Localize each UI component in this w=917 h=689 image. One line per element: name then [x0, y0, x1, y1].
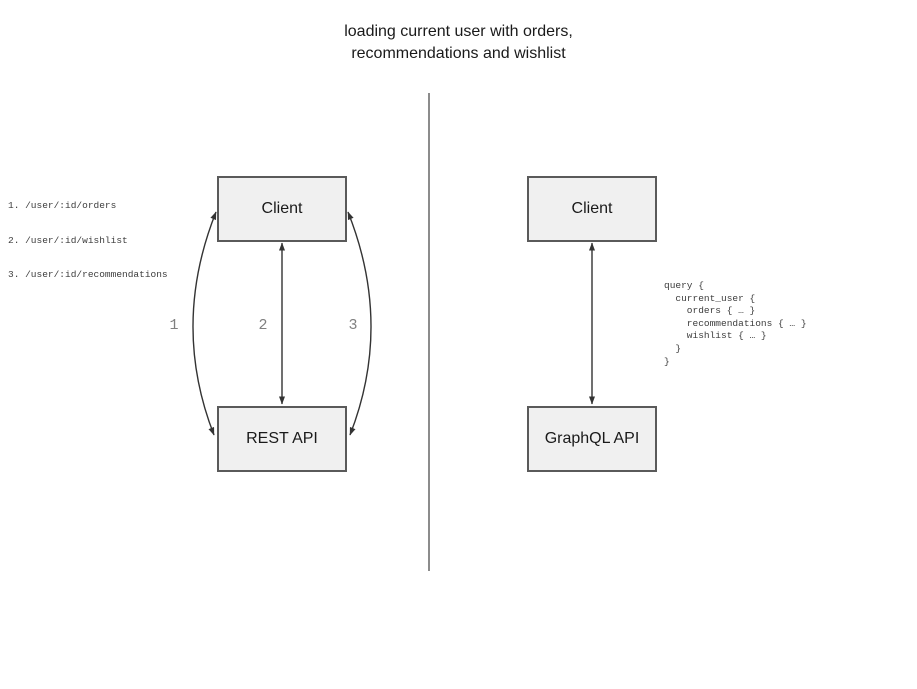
arrow-label-3: 3 [348, 317, 358, 334]
client-box-graphql: Client [527, 176, 657, 242]
client-box-rest-label: Client [261, 200, 303, 217]
arrow-label-1: 1 [169, 317, 179, 334]
diagram-title: loading current user with orders, recomm… [344, 23, 573, 62]
graphql-query-code: query { current_user { orders { … } reco… [664, 280, 807, 367]
client-box-graphql-label: Client [571, 200, 613, 217]
graphql-api-box-label: GraphQL API [544, 430, 640, 447]
client-box-rest: Client [217, 176, 347, 242]
endpoint-orders: 1. /user/:id/orders [8, 200, 117, 211]
rest-arrow-orders [192, 211, 217, 436]
endpoint-wishlist: 2. /user/:id/wishlist [8, 234, 128, 246]
graphql-api-box: GraphQL API [527, 406, 657, 472]
arrow-label-2: 2 [258, 317, 268, 334]
rest-api-box-label: REST API [246, 430, 318, 447]
rest-api-box: REST API [217, 406, 347, 472]
endpoint-recommendations: 3. /user/:id/recommendations [8, 269, 168, 280]
rest-endpoint-list: 1. /user/:id/orders 2. /user/:id/wishlis… [8, 177, 168, 304]
rest-arrow-recommendations [347, 211, 372, 436]
